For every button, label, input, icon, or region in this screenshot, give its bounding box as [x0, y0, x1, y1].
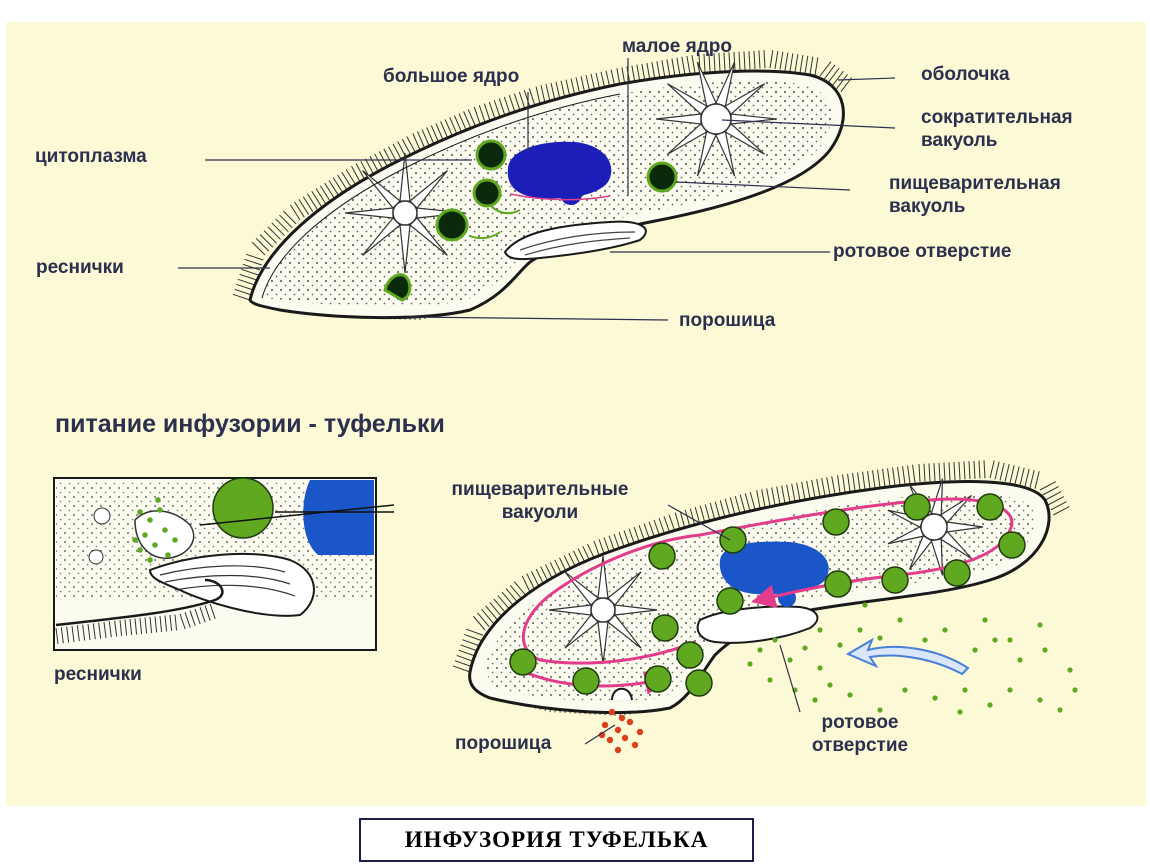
contractile-vacuole-right: [655, 61, 777, 177]
feeding-paramecium: [452, 460, 1078, 754]
label-mouth-bottom: ротовое отверстие: [811, 712, 909, 756]
label-digestive-vacuoles: пищеварительные вакуоли: [451, 479, 629, 523]
figure-title: ИНФУЗОРИЯ ТУФЕЛЬКА: [359, 818, 754, 862]
micronucleus: [560, 183, 582, 205]
label-cytoproct-bottom: порошица: [455, 733, 552, 754]
food-flow-arrow: [845, 637, 970, 676]
contractile-vacuole-left: [344, 152, 466, 274]
food-vacuoles-top: [383, 139, 678, 302]
inset-cilia: [55, 603, 216, 644]
label-cilia-bottom: реснички: [54, 664, 142, 685]
label-cytoproct: порошица: [679, 310, 776, 331]
top-paramecium: [178, 50, 896, 321]
label-micronucleus: малое ядро: [621, 36, 732, 57]
label-contractile-vacuole: сократительная вакуоль: [921, 107, 1073, 151]
incoming-food-particles: [747, 602, 1078, 715]
label-cilia: реснички: [36, 257, 124, 278]
label-digestive-vacuole: пищеварительная вакуоль: [889, 173, 1061, 217]
contractile-vacuole-bottom-left: [548, 555, 658, 665]
leader-lines-top: [178, 58, 896, 321]
feeding-heading: питание инфузории - туфельки: [55, 410, 445, 438]
inset-food-particles: [132, 497, 178, 563]
label-macronucleus: большое ядро: [383, 66, 520, 87]
macronucleus: [507, 141, 612, 199]
inset-magnified: [53, 477, 395, 651]
label-mouth: ротовое отверстие: [833, 241, 1012, 262]
label-cytoplasm: цитоплазма: [35, 146, 147, 167]
waste-particles: [598, 708, 644, 754]
label-membrane: оболочка: [921, 64, 1010, 85]
leader-lines-bottom: [584, 504, 801, 745]
oral-groove: [503, 220, 647, 261]
food-vacuoles-bottom: [509, 493, 1026, 697]
